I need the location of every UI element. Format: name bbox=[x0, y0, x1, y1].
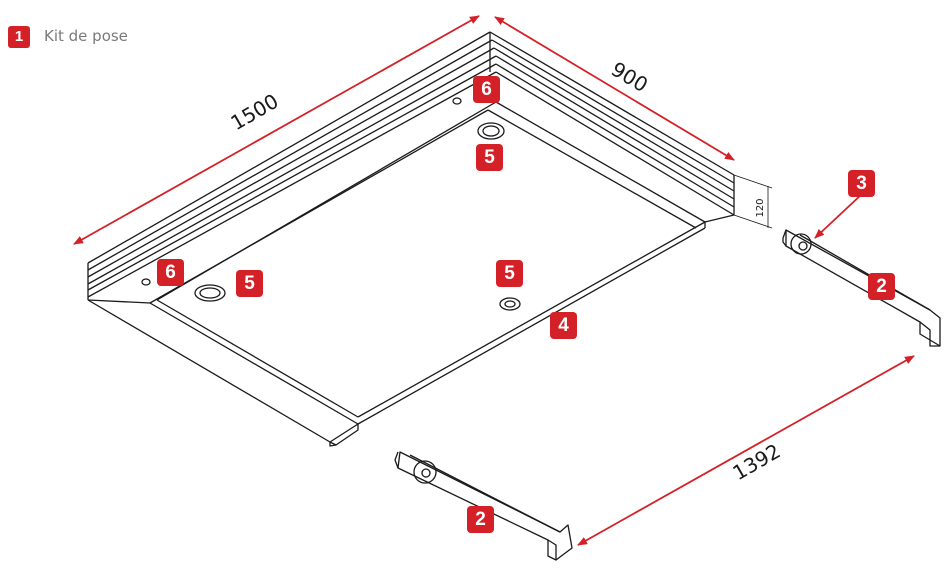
support-rail-bottom bbox=[394, 451, 573, 561]
tray-holes bbox=[141, 97, 521, 311]
support-rail-right bbox=[782, 229, 941, 347]
callout-2-bottom: 2 bbox=[467, 506, 494, 533]
callout-2-right: 2 bbox=[868, 273, 895, 300]
drain-hole-left bbox=[194, 284, 226, 302]
drain-hole-mid bbox=[499, 297, 521, 311]
callout-5-left: 5 bbox=[236, 270, 263, 297]
screw-hole-left bbox=[141, 278, 151, 286]
dimension-lines bbox=[73, 15, 915, 546]
dim-label-900: 900 bbox=[607, 57, 652, 97]
dim-label-120: 120 bbox=[755, 198, 766, 217]
dim-line-900 bbox=[494, 16, 735, 161]
callout-3: 3 bbox=[848, 170, 875, 197]
callout-3-leader bbox=[814, 193, 863, 239]
callout-6-top: 6 bbox=[473, 76, 500, 103]
callout-5-top: 5 bbox=[476, 144, 503, 171]
callout-4: 4 bbox=[550, 312, 577, 339]
callout-6-left: 6 bbox=[157, 259, 184, 286]
callout-5-mid: 5 bbox=[496, 260, 523, 287]
dim-height-120 bbox=[733, 174, 773, 229]
legend-number-badge: 1 bbox=[8, 26, 30, 48]
dim-line-1500 bbox=[73, 15, 480, 245]
dim-label-1500: 1500 bbox=[226, 89, 282, 135]
dim-label-1392: 1392 bbox=[728, 439, 784, 485]
dim-line-1392 bbox=[577, 355, 915, 546]
screw-hole-top bbox=[452, 97, 462, 105]
